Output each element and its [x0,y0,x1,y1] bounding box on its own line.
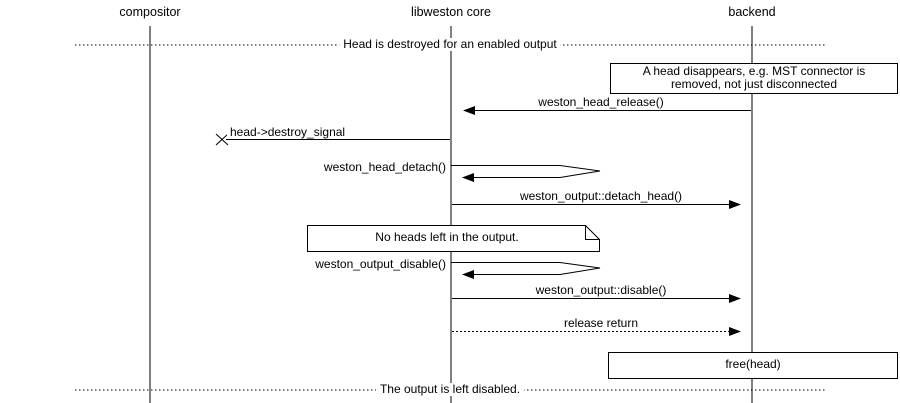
lost-message-x-icon [215,133,229,146]
msg-weston-head-detach-loop [451,165,601,182]
participant-label-libweston-core: libweston core [408,6,494,19]
msg-label-head-destroy-signal: head->destroy_signal [227,126,349,139]
msg-weston-output-disable-call-loop [451,262,601,279]
divider-label-bottom: The output is left disabled. [375,383,525,396]
note-head-disappears-line-2: removed, not just disconnected [670,77,838,91]
msg-label-release-return: release return [560,317,642,330]
participant-label-compositor: compositor [116,6,184,19]
msg-label-weston-output-disable-call: weston_output_disable() [312,258,449,271]
divider-lines [75,44,825,391]
msg-label-weston-output-detach-head: weston_output::detach_head() [516,190,686,203]
divider-label-top: Head is destroyed for an enabled output [339,38,561,51]
note-head-disappears-box [610,63,898,94]
note-head-disappears-text: A head disappears, e.g. MST connector is… [610,65,898,91]
msg-label-weston-head-detach: weston_head_detach() [320,161,449,174]
note-free-head-box [608,352,898,379]
note-no-heads-left-text: No heads left in the output. [375,230,519,244]
note-free-head-text: free(head) [725,357,781,371]
participant-label-backend: backend [725,6,779,19]
note-head-disappears-line-1: A head disappears, e.g. MST connector is [642,64,866,78]
msg-label-weston-head-release: weston_head_release() [535,96,667,109]
msg-label-weston-output-disable: weston_output::disable() [532,284,670,297]
note-no-heads-left-box [307,225,600,252]
